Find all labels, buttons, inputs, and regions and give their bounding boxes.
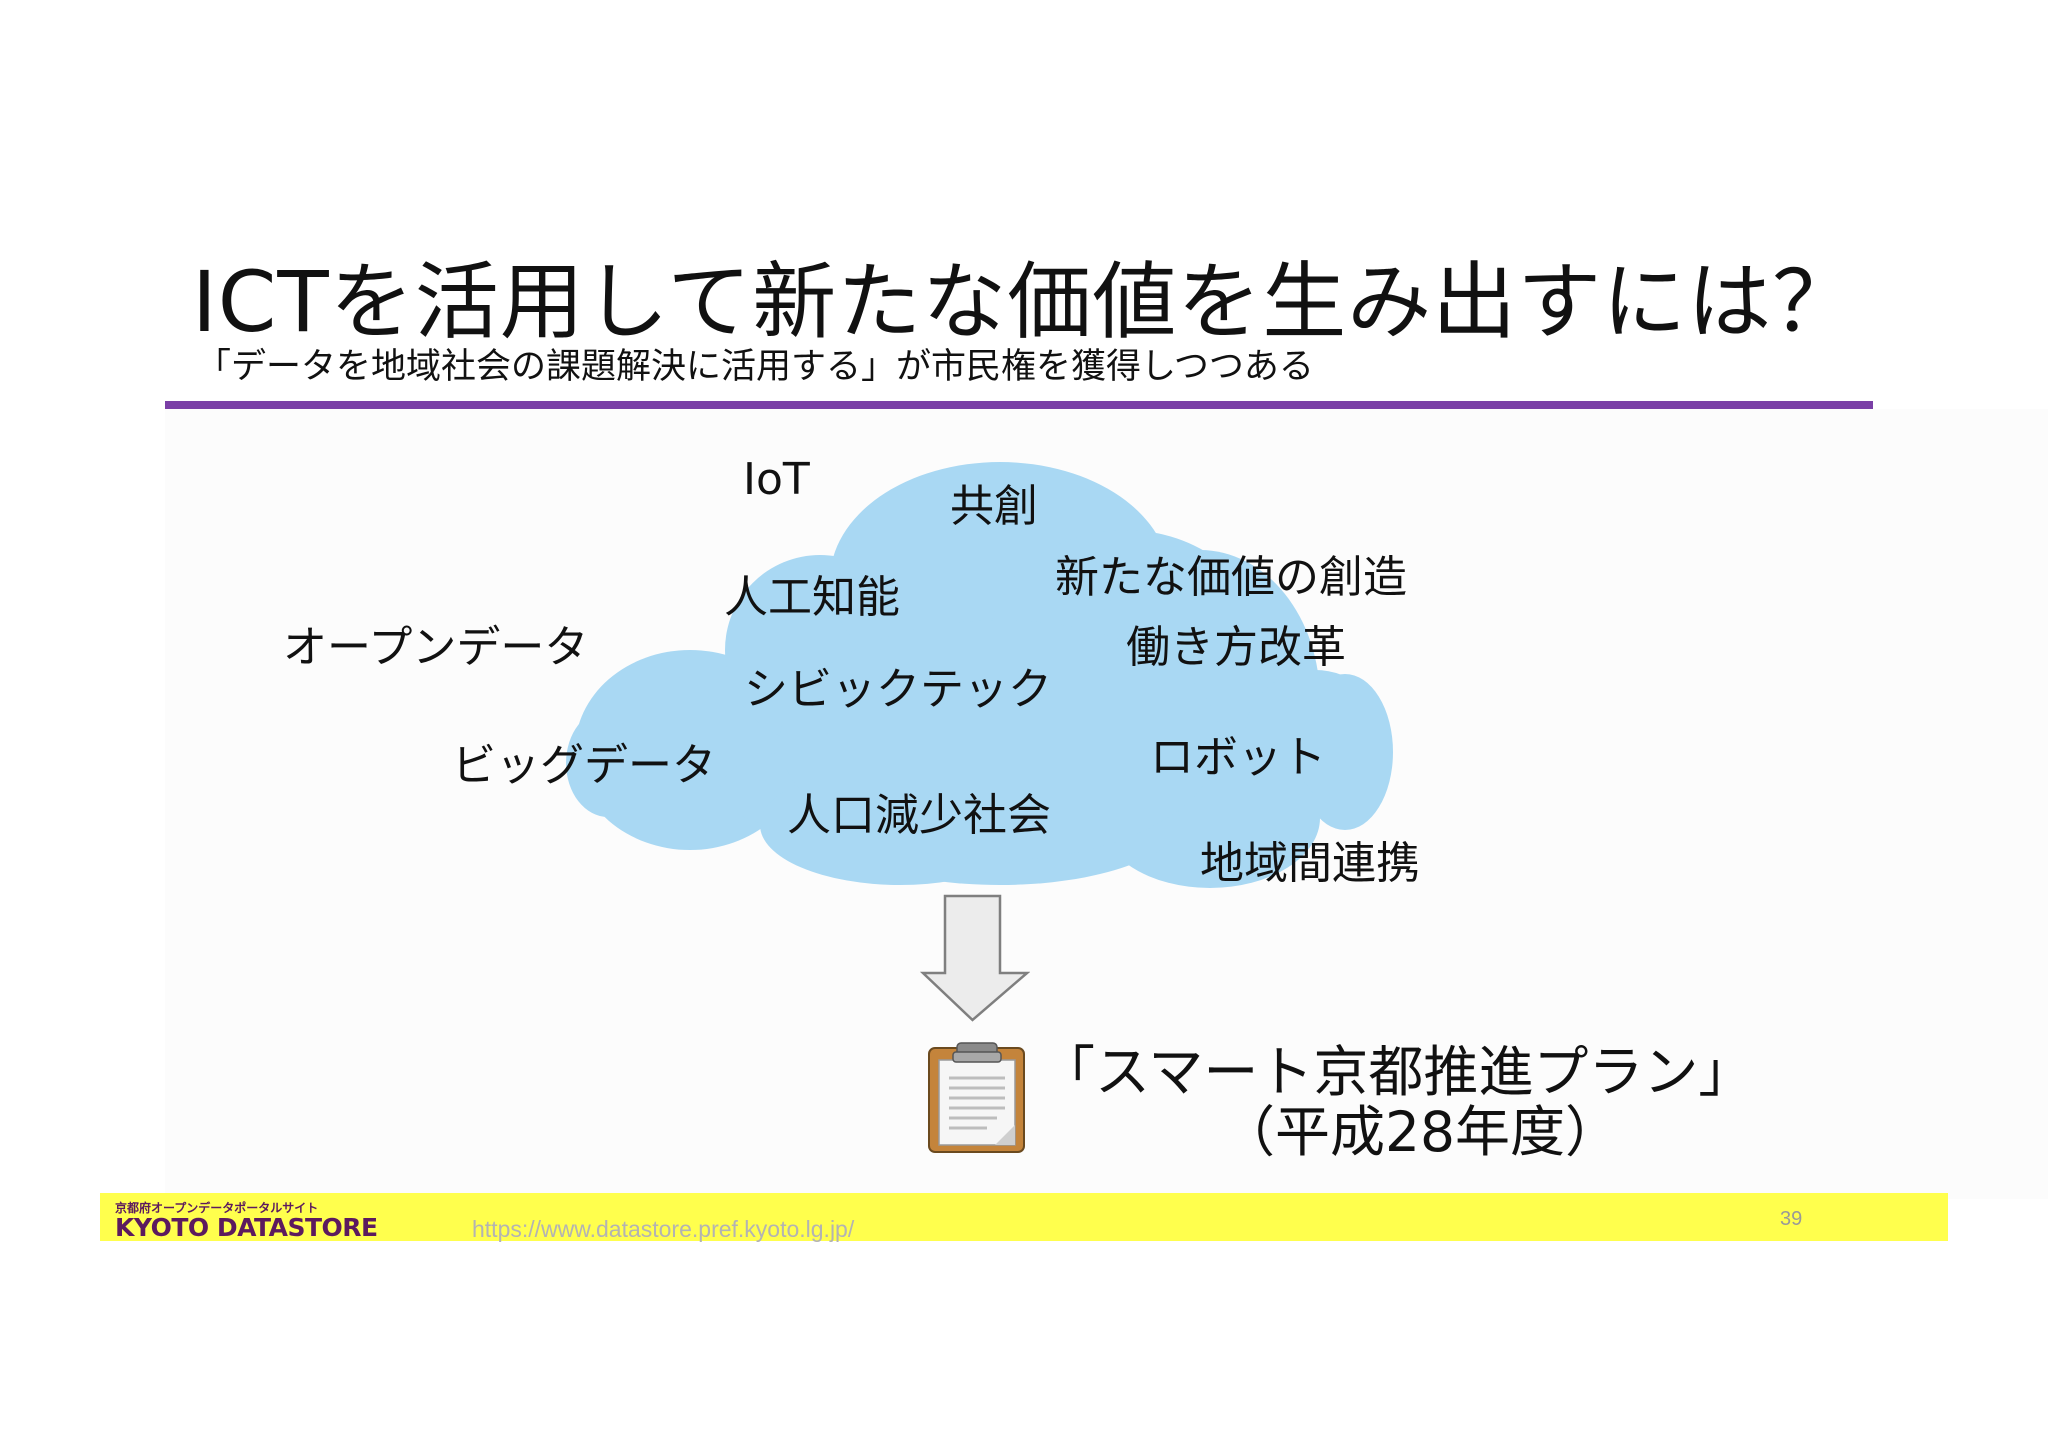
page-number: 39: [1780, 1208, 1803, 1230]
clipboard-icon: [928, 1042, 1025, 1153]
title-divider: [165, 401, 1873, 409]
logo-caption: 京都府オープンデータポータルサイト: [115, 1201, 319, 1215]
keyword-regional-cooperation: 地域間連携: [1200, 838, 1420, 889]
keyword-population-decline: 人口減少社会: [787, 790, 1051, 841]
keyword-ai: 人工知能: [724, 572, 900, 623]
keyword-big-data: ビッグデータ: [452, 740, 716, 791]
keyword-co-creation: 共創: [950, 481, 1038, 532]
slide-title: ICTを活用して新たな価値を生み出すには？: [192, 253, 1858, 351]
footer-band: [100, 1193, 1948, 1241]
keyword-robot: ロボット: [1150, 732, 1326, 783]
cloud-fill: [566, 462, 1393, 888]
keyword-open-data: オープンデータ: [283, 622, 589, 673]
down-arrow-icon: [920, 894, 1030, 1022]
kyoto-datastore-logo: 京都府オープンデータポータルサイト KYOTO DATASTORE: [115, 1201, 378, 1241]
slide-subtitle: 「データを地域社会の課題解決に活用する」が市民権を獲得しつつある: [196, 347, 1314, 387]
plan-name: 「スマート京都推進プラン」: [1040, 1040, 1754, 1104]
keyword-iot: IoT: [743, 454, 810, 505]
plan-year: （平成28年度）: [1220, 1100, 1620, 1164]
keyword-work-style-reform: 働き方改革: [1126, 622, 1346, 673]
keyword-new-value-creation: 新たな価値の創造: [1055, 552, 1407, 603]
footer-url[interactable]: https://www.datastore.pref.kyoto.lg.jp/: [472, 1216, 855, 1242]
keyword-civic-tech: シビックテック: [744, 664, 1052, 715]
logo-wordmark: KYOTO DATASTORE: [115, 1213, 378, 1242]
